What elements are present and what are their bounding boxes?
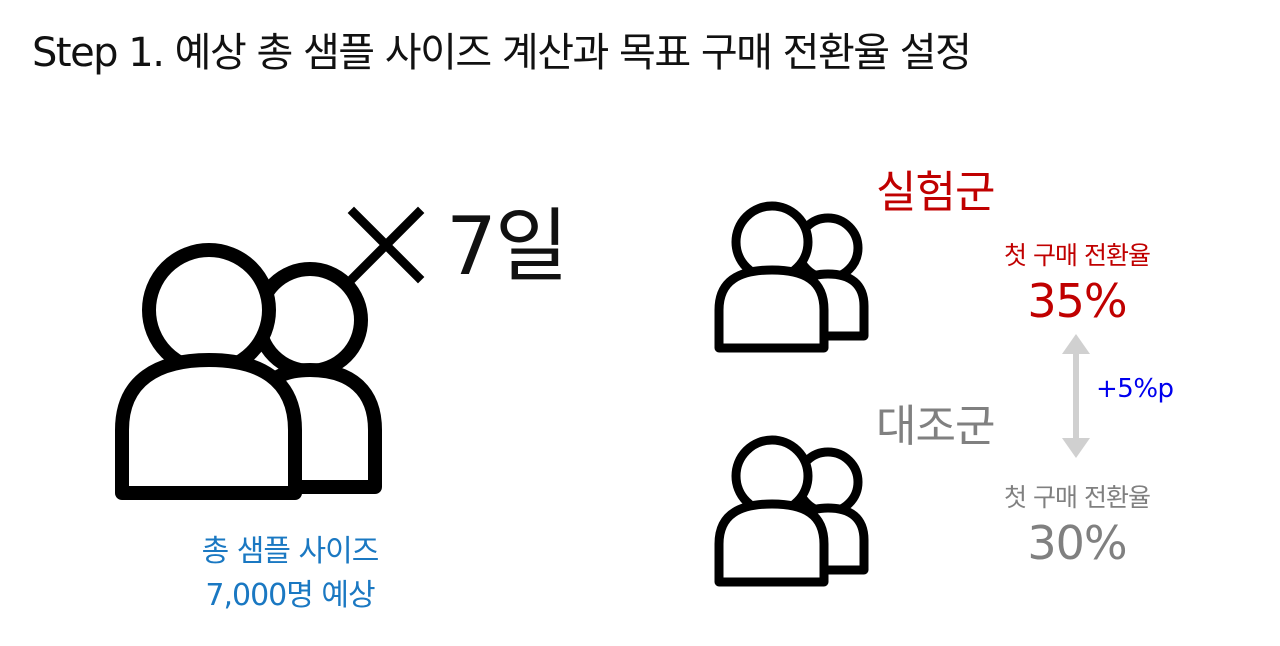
- control-rate-value: 30%: [1027, 516, 1127, 570]
- total-sample-line1: 총 샘플 사이즈: [201, 534, 380, 569]
- duration-label: 7일: [446, 200, 568, 293]
- times-icon: [347, 206, 425, 284]
- total-sample-line2: 7,000명 예상: [205, 578, 375, 613]
- experiment-group-title: 실험군: [876, 167, 995, 218]
- experiment-group-icon: [714, 201, 869, 353]
- experiment-rate-value: 35%: [1027, 274, 1127, 328]
- page-title: Step 1. 예상 총 샘플 사이즈 계산과 목표 구매 전환율 설정: [32, 30, 972, 76]
- experiment-rate-label: 첫 구매 전환율: [1004, 241, 1151, 270]
- total-sample-label: 총 샘플 사이즈 7,000명 예상: [140, 530, 440, 618]
- user-group-icon: [115, 243, 382, 500]
- difference-label: +5%p: [1096, 374, 1174, 404]
- double-arrow-vertical-icon: [1062, 334, 1090, 458]
- control-group-title: 대조군: [876, 401, 995, 452]
- control-rate-label: 첫 구매 전환율: [1004, 483, 1151, 512]
- control-group-icon: [714, 435, 869, 587]
